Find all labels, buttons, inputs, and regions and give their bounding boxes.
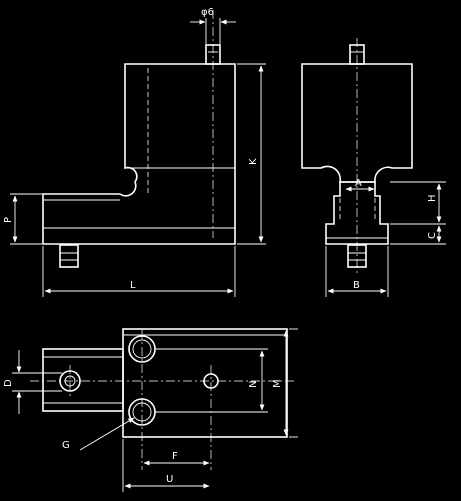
dim-c: C xyxy=(427,232,438,239)
side-lower-block xyxy=(325,181,389,245)
top-view: D N M G F U xyxy=(3,328,298,492)
top-shank xyxy=(42,348,124,412)
front-view: φ6 K P L xyxy=(3,7,266,297)
dim-l: L xyxy=(130,280,136,291)
dim-f: F xyxy=(172,451,178,462)
side-view: A H C B xyxy=(301,38,446,297)
side-bottom-screw xyxy=(347,244,367,268)
dim-u: U xyxy=(166,474,173,485)
dim-g: G xyxy=(62,440,70,451)
dim-m: M xyxy=(272,379,283,388)
bottom-screw xyxy=(59,244,79,268)
dim-phi6: φ6 xyxy=(201,7,214,18)
dim-b: B xyxy=(353,280,360,291)
dim-h: H xyxy=(427,194,438,202)
dim-p: P xyxy=(3,217,14,223)
dim-k: K xyxy=(248,158,259,165)
dim-a: A xyxy=(355,178,362,189)
dim-n: N xyxy=(248,381,259,388)
front-body-outline xyxy=(42,63,236,245)
dim-d: D xyxy=(3,379,14,387)
